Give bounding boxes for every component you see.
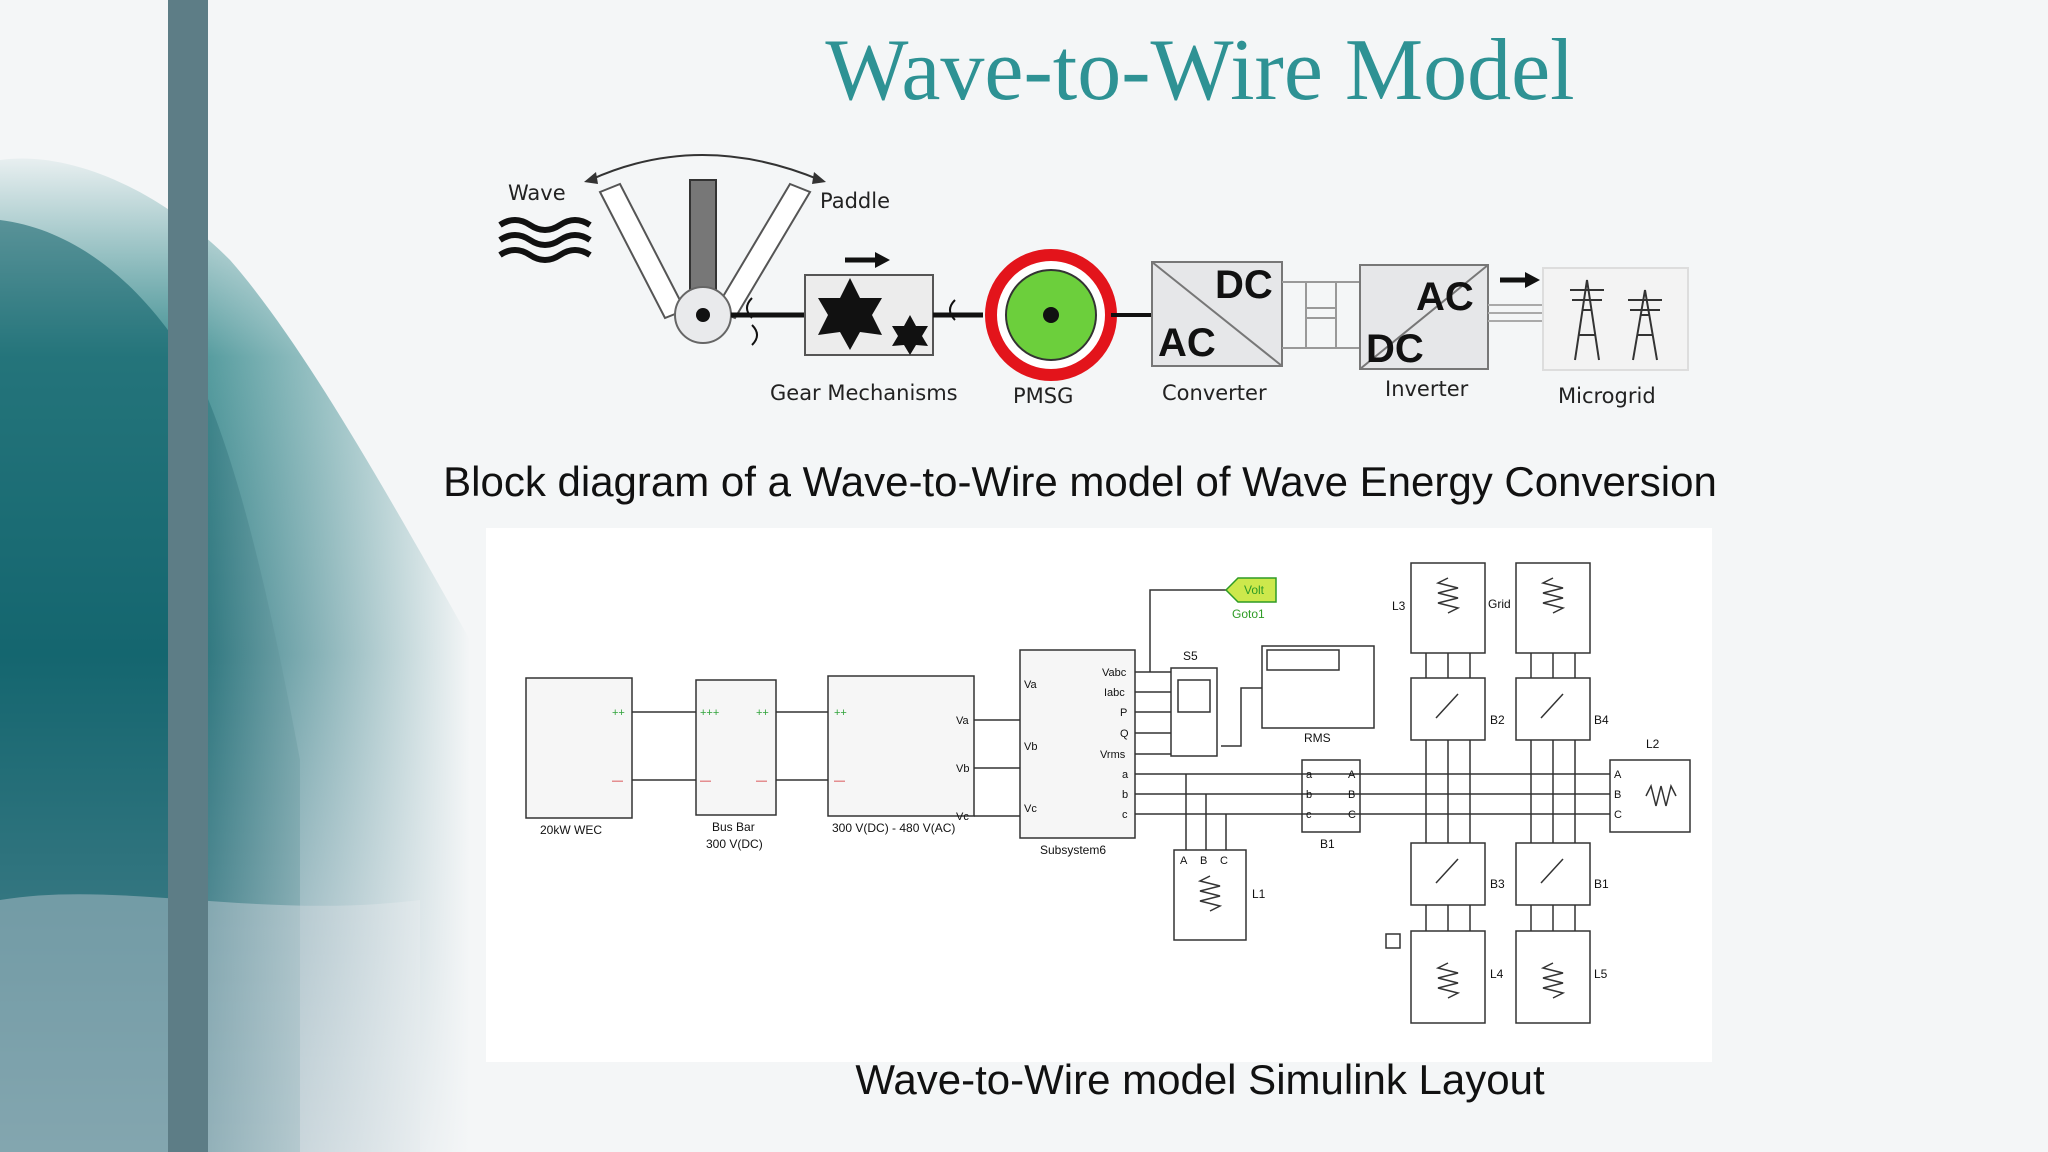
b1-c-out: C [1348,809,1356,821]
subsystem-vc-port: Vc [1024,803,1037,815]
load-l5[interactable] [1515,930,1591,1024]
dcac-plus-port: ++ [834,707,847,719]
subsystem-va-port: Va [1024,679,1038,691]
b4-label: B4 [1594,713,1609,727]
subsystem-p-port: P [1120,707,1127,719]
load-l3[interactable] [1410,562,1486,654]
subsystem-vabc-port: Vabc [1102,667,1127,679]
converter-ac: AC [1158,321,1216,365]
subsystem-b-port: b [1122,789,1128,801]
inverter-ac: AC [1416,275,1474,319]
converter-label: Converter [1162,381,1267,405]
dcac-minus-port: — [834,775,845,787]
breaker-b2[interactable] [1410,677,1486,741]
swing-arc [589,154,821,181]
b1-center-label: B1 [1320,837,1335,851]
rms-display[interactable] [1261,645,1375,729]
breaker-b1-center[interactable] [1301,759,1361,833]
l1-label: L1 [1252,887,1266,901]
paddle [689,179,717,291]
load-l2[interactable] [1609,759,1691,833]
inverter-label: Inverter [1385,377,1469,401]
simulink-caption: Wave-to-Wire model Simulink Layout [855,1056,1545,1103]
b3-label: B3 [1490,877,1505,891]
breaker-b1-right[interactable] [1515,842,1591,906]
wave-label: Wave [508,181,566,205]
breaker-b4[interactable] [1515,677,1591,741]
goto-tag-label: Volt [1244,583,1265,597]
subsystem-c-port: c [1122,809,1128,821]
l2-label: L2 [1646,737,1660,751]
breaker-b3[interactable] [1410,842,1486,906]
dcac-label: 300 V(DC) - 480 V(AC) [832,821,955,835]
busbar-minus-out: — [756,775,767,787]
load-l1[interactable] [1173,849,1247,941]
subsystem-iabc-port: Iabc [1104,687,1125,699]
paddle-ghost-right [713,182,812,320]
checkbox-square[interactable] [1385,933,1401,949]
microgrid-towers [1542,267,1689,371]
pmsg-label: PMSG [1013,384,1073,408]
wec-label: 20kW WEC [540,823,602,837]
b1-b-out: B [1348,789,1355,801]
l1-b-port: B [1200,855,1207,867]
wec-minus-port: — [612,775,623,787]
l1-c-port: C [1220,855,1228,867]
b1-a-out: A [1348,769,1356,781]
busbar-plus-out: ++ [756,707,769,719]
b2-label: B2 [1490,713,1505,727]
busbar-minus-in: — [700,775,711,787]
l3-label: L3 [1392,599,1406,613]
gear-star-small [892,315,928,355]
wave-symbol [498,217,592,263]
l2-b-port: B [1614,789,1621,801]
b1-c-in: c [1306,809,1312,821]
dcac-block[interactable] [827,675,975,817]
load-l4[interactable] [1410,930,1486,1024]
subsystem-q-port: Q [1120,728,1129,740]
dcac-vb-port: Vb [956,763,969,775]
l2-c-port: C [1614,809,1622,821]
subsystem-label: Subsystem6 [1040,843,1106,857]
l2-a-port: A [1614,769,1622,781]
l1-a-port: A [1180,855,1188,867]
wec-plus-port: ++ [612,707,625,719]
subsystem-block[interactable] [1019,649,1136,839]
gear-label: Gear Mechanisms [770,381,958,405]
block-diagram: Wave Paddle Gear Mechanisms PMSG DC AC C… [498,154,1689,408]
subsystem-a-port: a [1122,769,1129,781]
b1-right-label: B1 [1594,877,1609,891]
grid-block[interactable] [1515,562,1591,654]
busbar-plus-in: +++ [700,707,719,719]
busbar-block[interactable] [695,679,777,816]
subsystem-vb-port: Vb [1024,741,1037,753]
dcac-vc-port: Vc [956,811,969,823]
dc-link [1282,281,1360,349]
rms-label: RMS [1304,731,1331,745]
simulink-layout: Volt Goto1 ++ — +++ ++ — — ++ — Va Vb Vc… [486,528,1712,1062]
microgrid-label: Microgrid [1558,384,1656,408]
grid-label: Grid [1488,597,1511,611]
paddle-label: Paddle [820,189,890,213]
converter-dc: DC [1215,263,1273,307]
slide-title: Wave-to-Wire Model [825,22,1575,119]
l4-label: L4 [1490,967,1504,981]
scope-label: S5 [1183,649,1198,663]
goto-tag[interactable] [1224,577,1277,603]
dcac-va-port: Va [956,715,970,727]
subsystem-vrms-port: Vrms [1100,749,1126,761]
busbar-label-1: Bus Bar [712,820,755,834]
b1-b-in: b [1306,789,1312,801]
goto-name: Goto1 [1232,607,1265,621]
block-diagram-caption: Block diagram of a Wave-to-Wire model of… [443,458,1717,505]
gear-star-large [818,278,882,350]
b1-a-in: a [1306,769,1313,781]
l5-label: L5 [1594,967,1608,981]
wec-block[interactable] [525,677,633,819]
busbar-label-2: 300 V(DC) [706,837,763,851]
paddle-ghost-left [598,182,687,320]
inverter-dc: DC [1366,327,1424,371]
